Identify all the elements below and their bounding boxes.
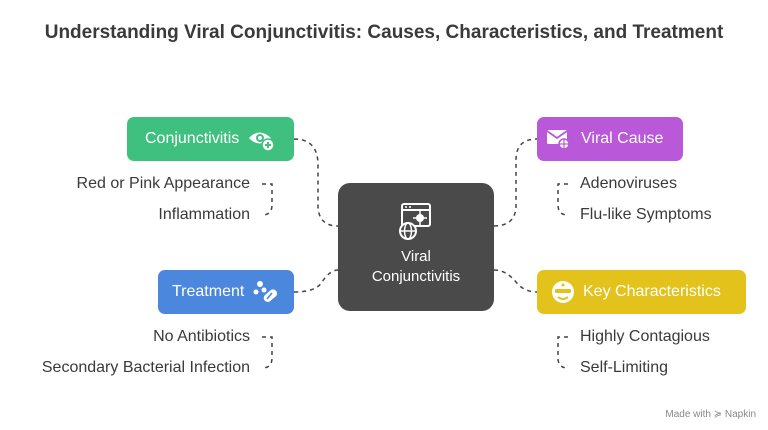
node-treatment: Treatment <box>158 270 294 314</box>
virus-face-icon <box>552 281 574 303</box>
leaf-red-or-pink-appearance: Red or Pink Appearance <box>76 175 250 192</box>
node-label: Viral Cause <box>581 130 664 147</box>
node-viral-cause: Viral Cause <box>537 117 683 161</box>
leaf-inflammation: Inflammation <box>158 206 250 223</box>
node-conjunctivitis: Conjunctivitis <box>127 117 294 161</box>
node-label: Key Characteristics <box>583 283 721 300</box>
envelope-bug-icon <box>546 130 570 150</box>
leaf-adenoviruses: Adenoviruses <box>580 175 677 192</box>
central-node: Viral Conjunctivitis <box>338 183 494 311</box>
leaf-secondary-bacterial-infection: Secondary Bacterial Infection <box>41 359 250 376</box>
node-key-characteristics: Key Characteristics <box>537 270 746 314</box>
node-label: Conjunctivitis <box>145 130 240 147</box>
diagram-title: Understanding Viral Conjunctivitis: Caus… <box>44 22 724 43</box>
leaf-highly-contagious: Highly Contagious <box>580 328 710 345</box>
virus-browser-icon <box>399 203 431 240</box>
central-label-line2: Conjunctivitis <box>371 268 461 285</box>
central-label-line1: Viral <box>401 248 431 265</box>
leaf-flu-like-symptoms: Flu-like Symptoms <box>580 206 712 223</box>
napkin-branding: Made with ≽ Napkin <box>665 409 756 420</box>
eye-plus-icon <box>249 132 276 152</box>
pills-icon <box>253 281 278 302</box>
node-label: Treatment <box>172 283 245 300</box>
leaf-no-antibiotics: No Antibiotics <box>153 328 250 345</box>
leaf-self-limiting: Self-Limiting <box>580 359 669 376</box>
